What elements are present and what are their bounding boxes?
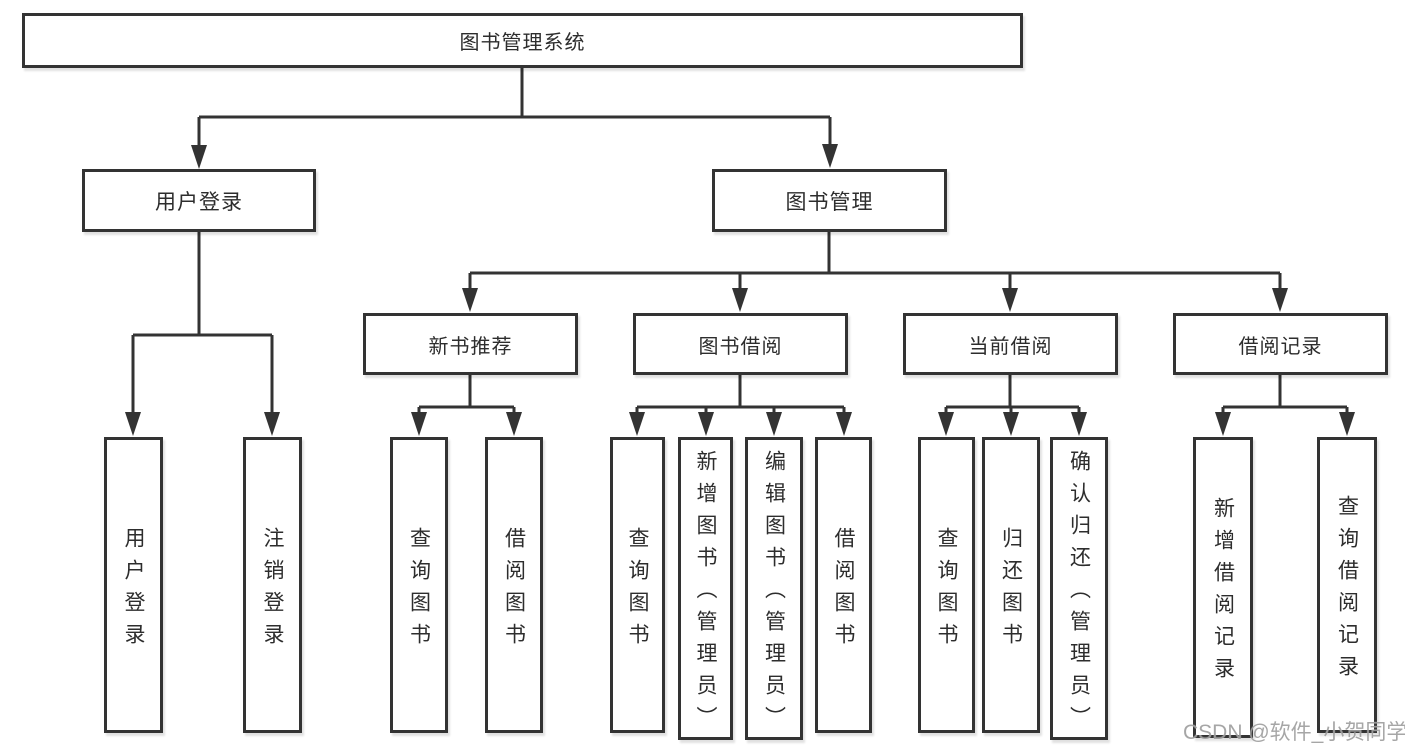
- node-current-borrow: 当前借阅: [903, 313, 1118, 375]
- leaf-label: 编辑图书（管理员）: [762, 450, 786, 738]
- leaf-label: 归还图书: [999, 526, 1023, 655]
- leaf-return-book: 归还图书: [982, 437, 1040, 733]
- leaf-add-borrow-record: 新增借阅记录: [1193, 437, 1253, 738]
- arrow-down-icon: [462, 288, 478, 312]
- connector-borrow-record-to-leaves: [1215, 375, 1355, 436]
- node-book-borrow: 图书借阅: [633, 313, 848, 375]
- arrow-down-icon: [629, 412, 645, 436]
- node-new-book-recommend: 新书推荐: [363, 313, 578, 375]
- arrow-down-icon: [822, 144, 838, 168]
- leaf-label: 查询图书: [935, 526, 958, 655]
- arrow-down-icon: [1071, 412, 1087, 436]
- node-label: 图书管理: [785, 190, 874, 214]
- node-user-login: 用户登录: [82, 169, 316, 232]
- arrow-down-icon: [1272, 288, 1288, 312]
- arrow-down-icon: [264, 412, 280, 436]
- node-label: 图书管理系统: [459, 32, 586, 54]
- connector-new-book-to-leaves: [411, 375, 522, 436]
- leaf-query-borrow-record: 查询借阅记录: [1317, 437, 1377, 733]
- arrow-down-icon: [1215, 412, 1231, 436]
- leaf-label: 借阅图书: [832, 526, 855, 655]
- node-label: 图书借阅: [698, 335, 783, 358]
- arrow-down-icon: [938, 412, 954, 436]
- arrow-down-icon: [191, 145, 207, 169]
- leaf-borrow-books-newbook: 借阅图书: [485, 437, 543, 733]
- leaf-label: 用户登录: [122, 526, 145, 655]
- arrow-down-icon: [411, 412, 427, 436]
- arrow-down-icon: [1339, 412, 1355, 436]
- leaf-label: 确认归还（管理员）: [1067, 450, 1091, 738]
- leaf-label: 查询借阅记录: [1335, 494, 1359, 687]
- node-library-management-system: 图书管理系统: [22, 13, 1023, 68]
- connector-book-borrow-to-leaves: [629, 375, 852, 436]
- leaf-edit-book-admin: 编辑图书（管理员）: [745, 437, 803, 740]
- node-label: 借阅记录: [1238, 335, 1323, 358]
- node-borrow-record: 借阅记录: [1173, 313, 1388, 375]
- node-label: 当前借阅: [968, 335, 1053, 358]
- connector-current-borrow-to-leaves: [938, 375, 1087, 436]
- connector-user-login-to-leaves: [125, 232, 280, 436]
- leaf-query-books-borrow: 查询图书: [610, 437, 665, 733]
- connector-book-management-to-level3: [462, 232, 1288, 312]
- leaf-label: 借阅图书: [502, 526, 526, 655]
- arrow-down-icon: [698, 412, 714, 436]
- leaf-logout: 注销登录: [243, 437, 302, 733]
- arrow-down-icon: [766, 412, 782, 436]
- arrow-down-icon: [125, 412, 141, 436]
- leaf-label: 查询图书: [407, 526, 431, 655]
- leaf-label: 新增借阅记录: [1211, 497, 1235, 689]
- leaf-label: 新增图书（管理员）: [694, 450, 717, 738]
- arrow-down-icon: [732, 288, 748, 312]
- leaf-label: 注销登录: [261, 526, 284, 655]
- node-label: 用户登录: [155, 190, 243, 214]
- leaf-user-login: 用户登录: [104, 437, 163, 733]
- leaf-add-book-admin: 新增图书（管理员）: [678, 437, 733, 740]
- arrow-down-icon: [506, 412, 522, 436]
- leaf-confirm-return-admin: 确认归还（管理员）: [1050, 437, 1108, 740]
- leaf-query-books-newbook: 查询图书: [390, 437, 448, 733]
- connector-root-to-level2: [191, 68, 838, 169]
- leaf-label: 查询图书: [626, 526, 649, 655]
- leaf-query-books-current: 查询图书: [918, 437, 975, 733]
- arrow-down-icon: [1002, 288, 1018, 312]
- csdn-watermark: CSDN @软件_小贺同学: [1183, 721, 1405, 744]
- leaf-borrow-books-borrow: 借阅图书: [815, 437, 872, 733]
- node-book-management: 图书管理: [712, 169, 947, 232]
- arrow-down-icon: [836, 412, 852, 436]
- arrow-down-icon: [1003, 412, 1019, 436]
- node-label: 新书推荐: [428, 335, 513, 358]
